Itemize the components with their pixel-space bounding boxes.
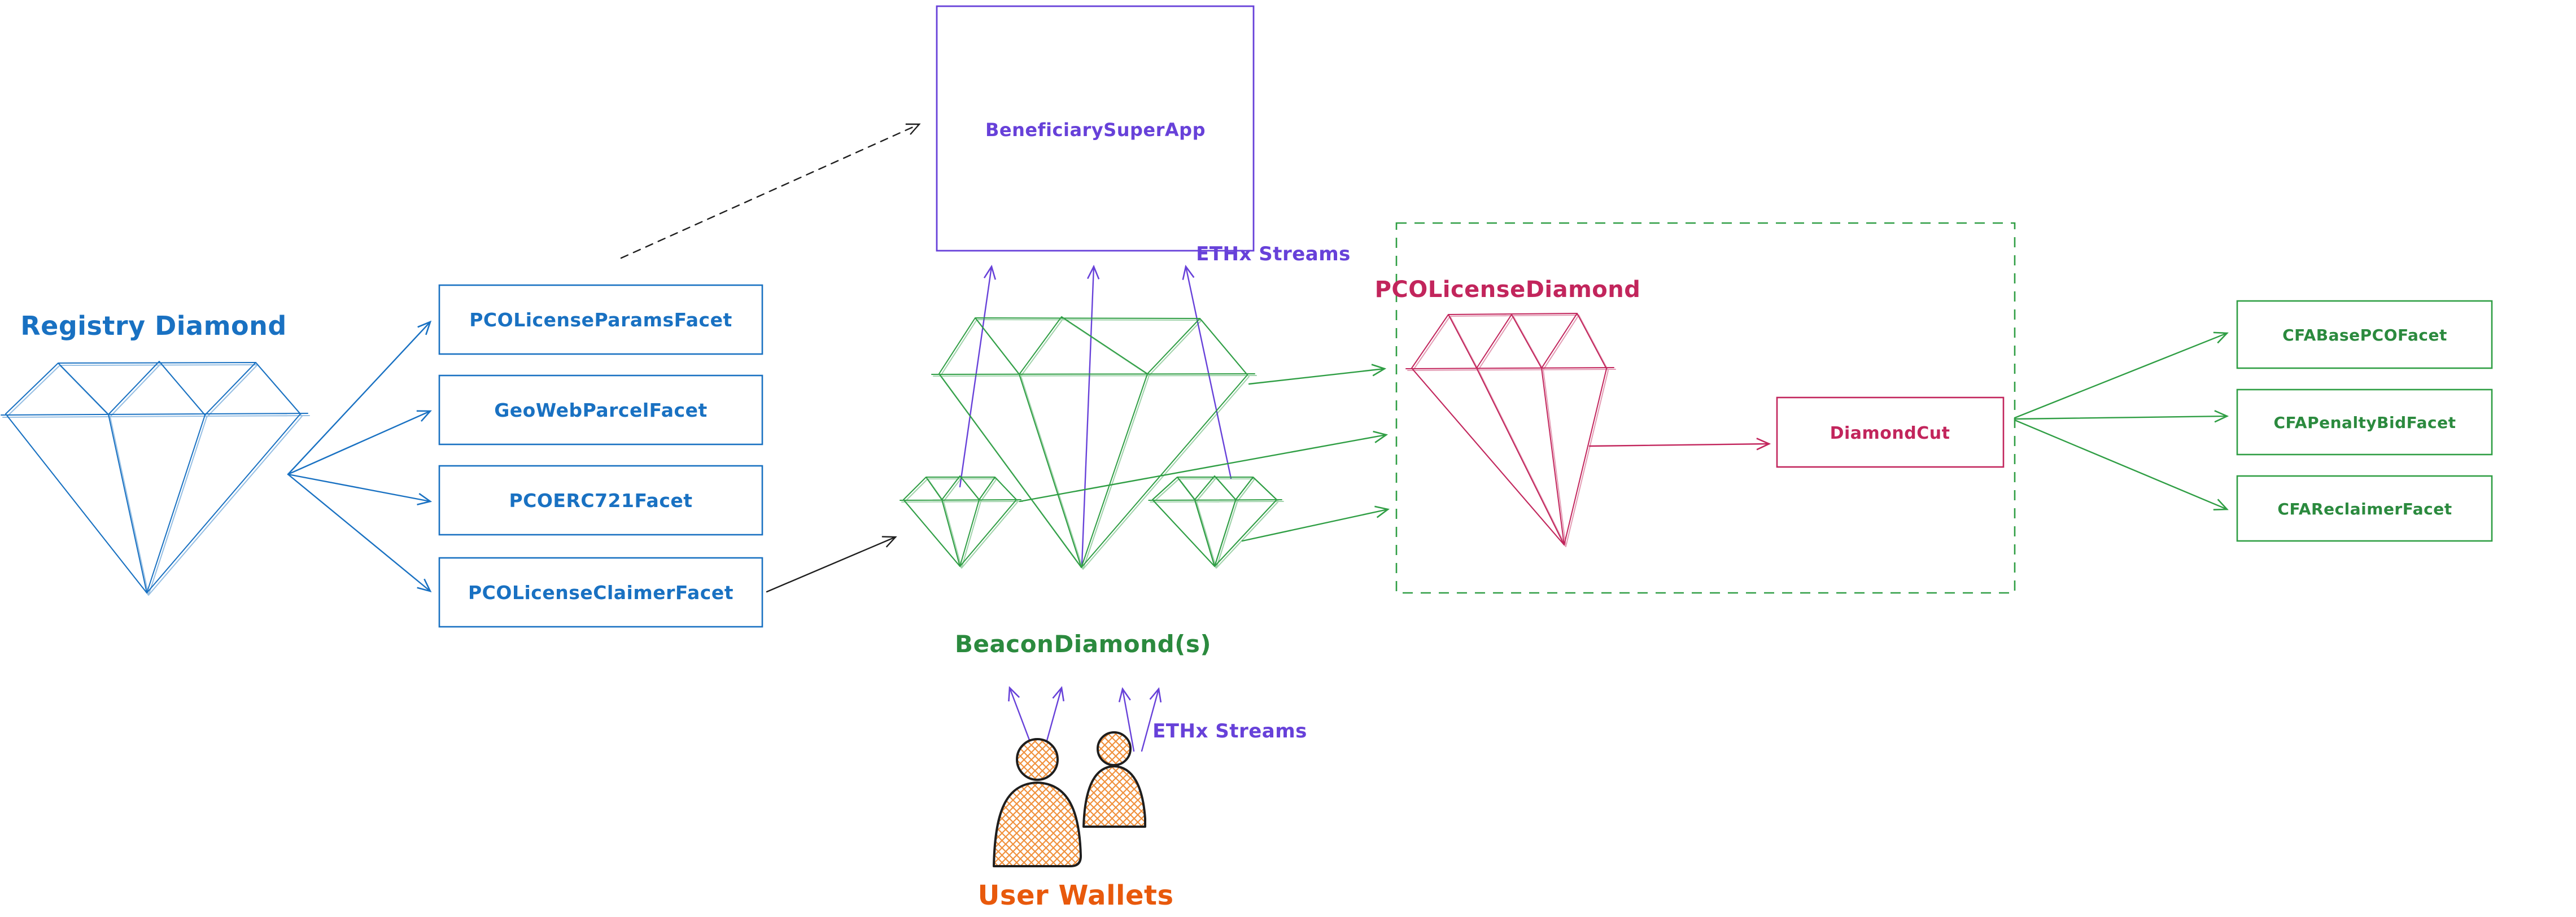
beacon-diamond-large-sketch <box>933 318 1257 570</box>
cfa-facet-boxes: CFABasePCOFacet CFAPenaltyBidFacet CFARe… <box>2236 300 2493 542</box>
cfa-reclaimer-node: CFAReclaimerFacet <box>2236 475 2493 542</box>
arrow-beacon-left-to-beneficiary <box>959 264 997 488</box>
diamond-cut-box <box>1776 396 2005 468</box>
beacon-diamond-large-shape <box>931 316 1255 568</box>
geoweb-facet-label: GeoWebParcelFacet <box>494 399 708 421</box>
claimer-facet-label: PCOLicenseClaimerFacet <box>468 582 733 604</box>
cfa-penalty-box <box>2236 388 2493 456</box>
pco-license-diamond-shape <box>1405 313 1614 545</box>
ethx-streams-bottom-label: ETHx Streams <box>1152 720 1307 743</box>
cfa-penalty-node: CFAPenaltyBidFacet <box>2236 388 2493 456</box>
registry-diamond-shape-sketch <box>2 363 310 596</box>
registry-diamond-node: Registry Diamond <box>1 311 310 596</box>
cfa-reclaimer-box <box>2236 475 2493 542</box>
arrow-beacon-to-pco-3 <box>1241 505 1390 542</box>
erc721-facet-node: PCOERC721Facet <box>438 465 763 536</box>
beacon-diamonds-label: BeaconDiamond(s) <box>955 630 1211 658</box>
user-figure-small-body <box>1082 765 1146 828</box>
arrow-params-to-beneficiary-dashed <box>620 123 921 259</box>
ethx-stream-arrows-up <box>959 264 1232 566</box>
geoweb-facet-box <box>438 374 763 446</box>
user-wallets-label: User Wallets <box>977 880 1173 911</box>
arrow-diamond-to-diamondcut <box>1588 438 1771 451</box>
beneficiary-super-app-box <box>936 5 1255 252</box>
beacon-diamond-small-right-shape <box>1148 475 1282 567</box>
registry-facet-boxes: PCOLicenseParamsFacet GeoWebParcelFacet … <box>438 284 763 628</box>
user-figure-large <box>993 738 1082 867</box>
user-figure-small-head <box>1097 731 1132 766</box>
pco-license-diamond-node: PCOLicenseDiamond DiamondCut <box>1375 222 2016 594</box>
beneficiary-super-app-node: BeneficiarySuperApp <box>936 5 1255 252</box>
arrow-registry-to-geoweb <box>287 410 432 475</box>
ethx-streams-top-label: ETHx Streams <box>1196 243 1351 265</box>
beacon-diamond-small-left-shape <box>900 475 1021 567</box>
cfa-base-label: CFABasePCOFacet <box>2282 326 2447 344</box>
erc721-facet-label: PCOERC721Facet <box>509 490 692 512</box>
user-figure-small <box>1082 731 1146 828</box>
registry-diamond-shape <box>1 361 308 593</box>
cfa-reclaimer-label: CFAReclaimerFacet <box>2277 500 2452 518</box>
beacon-diamonds-node: BeaconDiamond(s) <box>900 316 1284 658</box>
arrow-registry-to-erc721 <box>287 473 433 505</box>
arrow-beacon-center-to-beneficiary <box>1081 264 1100 566</box>
arrow-registry-to-params <box>287 320 432 475</box>
arrow-wallet2-to-beacon-b <box>1141 687 1162 752</box>
beacon-diamond-small-left-sketch <box>901 477 1023 569</box>
params-facet-label: PCOLicenseParamsFacet <box>469 309 732 331</box>
user-wallets-node: User Wallets <box>977 731 1173 911</box>
pco-license-diamond-container <box>1395 222 2016 594</box>
params-facet-node: PCOLicenseParamsFacet <box>438 284 763 355</box>
arrow-beacon-to-pco-1 <box>1248 364 1387 385</box>
cfa-base-box <box>2236 300 2493 369</box>
arrow-claimer-to-beacon <box>766 536 897 593</box>
claimer-facet-box <box>438 557 763 628</box>
arrow-to-cfa-penalty <box>2014 410 2229 423</box>
beacon-to-pco-arrows <box>1019 364 1390 542</box>
beacon-diamond-small-right-sketch <box>1150 477 1284 569</box>
pco-license-diamond-label: PCOLicenseDiamond <box>1375 277 1641 303</box>
user-figure-large-body <box>993 781 1082 867</box>
arrow-to-cfa-base <box>2014 331 2229 419</box>
diamondcut-to-cfa-arrows <box>2014 331 2229 510</box>
cfa-penalty-label: CFAPenaltyBidFacet <box>2273 413 2456 432</box>
arrow-wallet2-to-beacon-a <box>1118 687 1135 752</box>
registry-diamond-label: Registry Diamond <box>20 311 287 341</box>
arrow-registry-to-claimer <box>287 473 432 592</box>
arrow-beacon-right-to-beneficiary <box>1182 264 1232 479</box>
geoweb-facet-node: GeoWebParcelFacet <box>438 374 763 446</box>
claimer-facet-node: PCOLicenseClaimerFacet <box>438 557 763 628</box>
user-figure-large-head <box>1016 738 1059 781</box>
cfa-base-node: CFABasePCOFacet <box>2236 300 2493 369</box>
beneficiary-super-app-label: BeneficiarySuperApp <box>985 119 1206 141</box>
registry-facet-arrows <box>287 320 433 592</box>
arrow-to-cfa-reclaimer <box>2014 419 2229 510</box>
pco-license-diamond-sketch <box>1407 315 1616 547</box>
diamond-cut-node: DiamondCut <box>1776 396 2005 468</box>
erc721-facet-box <box>438 465 763 536</box>
params-facet-box <box>438 284 763 355</box>
arrow-beacon-to-pco-2 <box>1019 430 1389 503</box>
diamond-cut-label: DiamondCut <box>1830 423 1950 443</box>
